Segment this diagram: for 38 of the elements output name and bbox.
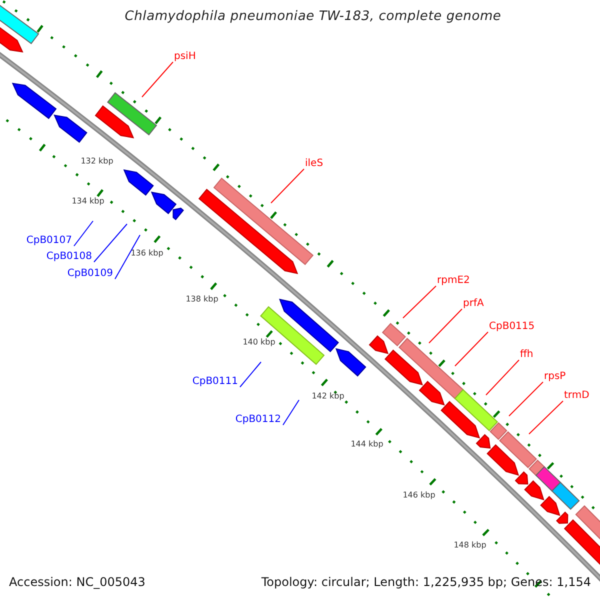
leader-line (74, 220, 94, 246)
leader-line (428, 308, 462, 344)
gene-label: CpB0112 (235, 414, 281, 426)
leader-line (454, 332, 488, 366)
position-label: 146 kbp (402, 490, 436, 500)
position-label: 134 kbp (72, 196, 104, 206)
position-label: 144 kbp (350, 440, 384, 448)
position-label: 138 kbp (186, 294, 218, 304)
gene-label: rpsP (544, 371, 566, 383)
position-label: 132 kbp (80, 156, 114, 166)
position-label: 148 kbp (454, 540, 486, 550)
leader-line (94, 224, 128, 262)
gene-label: CpB0107 (26, 235, 72, 247)
leader-line (142, 62, 174, 98)
title: Chlamydophila pneumoniae TW-183, complete genome (124, 9, 502, 24)
gene-label: prfA (463, 298, 484, 310)
leader-line (486, 360, 520, 396)
gene-label: CpB0108 (46, 251, 92, 263)
position-label: 140 kbp (242, 338, 276, 346)
gene-label: CpB0111 (192, 376, 238, 388)
position-label: 142 kbp (312, 392, 344, 400)
footer-text: Topology: circular; Length: 1,225,935 bp; Genes: 1,154 (261, 575, 591, 589)
gene-label: ileS (305, 158, 324, 170)
leader-line (528, 400, 564, 434)
gene-label: CpB0109 (67, 268, 113, 280)
gene-label: psiH (174, 51, 196, 63)
footer-text: Accession: NC_005043 (9, 575, 146, 589)
leader-line (402, 286, 436, 318)
leader-line (240, 362, 262, 388)
position-label: 136 kbp (130, 248, 164, 258)
leader-line (282, 400, 300, 426)
leader-line (508, 382, 544, 416)
gene-label: trmD (564, 390, 590, 402)
leader-line (114, 234, 140, 280)
gene-label: ffh (520, 349, 534, 361)
gene-label: CpB0115 (489, 321, 535, 333)
leader-line (270, 168, 304, 204)
gene-label: rpmE2 (437, 275, 470, 287)
